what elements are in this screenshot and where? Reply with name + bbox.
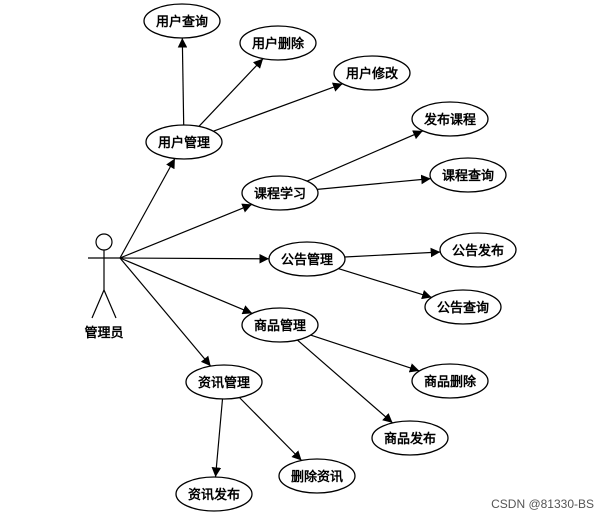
edge-user_mgmt-to-user_delete — [198, 58, 264, 127]
actor-figure: 管理员 — [84, 233, 124, 341]
edge-actor-to-goods_mgmt — [119, 257, 253, 315]
node-notice-mgmt[interactable]: 公告管理 — [268, 241, 346, 277]
node-label: 用户管理 — [157, 135, 210, 151]
node-course-query[interactable]: 课程查询 — [429, 157, 507, 193]
node-label: 公告管理 — [281, 252, 333, 268]
edge-goods_mgmt-to-goods_delete — [310, 334, 420, 373]
edge-actor-to-notice_mgmt — [119, 253, 270, 264]
node-label: 用户删除 — [251, 36, 305, 52]
watermark: CSDN @81330-BS — [491, 497, 594, 511]
edge-notice_mgmt-to-notice_query — [338, 268, 432, 300]
node-notice-publish[interactable]: 公告发布 — [439, 232, 517, 268]
node-label: 课程学习 — [254, 186, 306, 202]
node-label: 删除资讯 — [291, 469, 343, 485]
node-news-delete[interactable]: 删除资讯 — [278, 458, 356, 494]
edge-user_mgmt-to-user_modify — [213, 82, 343, 132]
actor-right-leg — [103, 289, 117, 319]
node-label: 资讯管理 — [198, 375, 250, 391]
node-goods-publish[interactable]: 商品发布 — [371, 420, 449, 456]
node-user-mgmt[interactable]: 用户管理 — [145, 124, 223, 160]
edge-course_study-to-course_publish — [306, 130, 424, 182]
edge-course_study-to-course_query — [317, 174, 431, 190]
actor-left-leg — [91, 289, 105, 319]
node-course-publish[interactable]: 发布课程 — [411, 101, 489, 137]
node-label: 公告查询 — [437, 300, 489, 316]
node-label: 课程查询 — [442, 168, 494, 184]
edges-layer — [119, 37, 441, 478]
actor-head — [95, 233, 113, 251]
edge-goods_mgmt-to-goods_publish — [297, 339, 393, 424]
node-goods-mgmt[interactable]: 商品管理 — [241, 307, 319, 343]
node-user-query[interactable]: 用户查询 — [143, 3, 221, 39]
node-user-delete[interactable]: 用户删除 — [239, 25, 317, 61]
node-label: 资讯发布 — [188, 487, 240, 503]
edge-news_mgmt-to-news_delete — [238, 397, 303, 461]
actor-label: 管理员 — [84, 325, 123, 341]
node-label: 发布课程 — [423, 112, 476, 128]
node-notice-query[interactable]: 公告查询 — [424, 289, 502, 325]
edge-actor-to-course_study — [119, 203, 253, 259]
node-label: 用户查询 — [155, 14, 208, 30]
node-label: 商品发布 — [384, 431, 436, 447]
edge-actor-to-news_mgmt — [119, 257, 212, 367]
node-label: 公告发布 — [452, 243, 504, 259]
node-goods-delete[interactable]: 商品删除 — [411, 363, 489, 399]
edge-actor-to-user_mgmt — [119, 158, 176, 259]
node-user-modify[interactable]: 用户修改 — [333, 55, 411, 91]
node-news-mgmt[interactable]: 资讯管理 — [185, 364, 263, 400]
node-label: 用户修改 — [345, 66, 399, 82]
node-label: 商品删除 — [424, 374, 477, 390]
edge-news_mgmt-to-news_publish — [211, 398, 224, 478]
edge-user_mgmt-to-user_query — [177, 37, 188, 126]
node-course-study[interactable]: 课程学习 — [241, 175, 319, 211]
edge-notice_mgmt-to-notice_publish — [344, 247, 441, 258]
node-news-publish[interactable]: 资讯发布 — [175, 476, 253, 512]
node-label: 商品管理 — [254, 318, 306, 334]
